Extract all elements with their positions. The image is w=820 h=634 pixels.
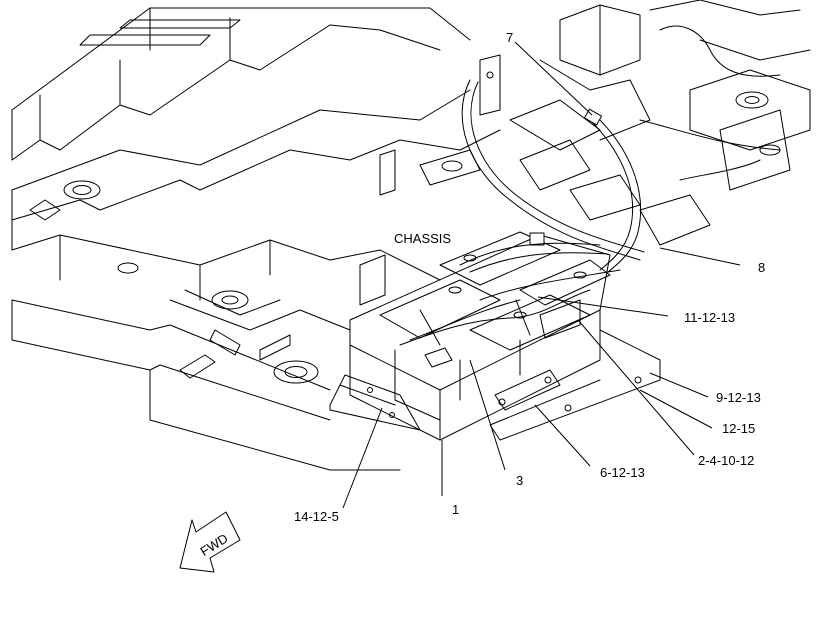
callout-11-12-13: 11-12-13 <box>684 310 735 325</box>
callout-8: 8 <box>758 260 765 275</box>
callout-9-12-13: 9-12-13 <box>716 390 761 405</box>
engine-area <box>461 0 811 273</box>
callout-2-4-10-12: 2-4-10-12 <box>698 453 754 468</box>
forward-arrow-icon: FWD <box>179 511 241 573</box>
callout-3: 3 <box>516 473 523 488</box>
leader-lines <box>342 41 741 509</box>
battery-box <box>329 231 661 441</box>
chassis-frame <box>11 7 501 471</box>
callout-7: 7 <box>506 30 513 45</box>
callout-1: 1 <box>452 502 459 517</box>
chassis-label: CHASSIS <box>394 231 451 246</box>
callout-labels: CHASSIS 7 8 11-12-13 9-12-13 12-15 2-4-1… <box>294 30 765 524</box>
callout-12-15: 12-15 <box>722 421 755 436</box>
callout-6-12-13: 6-12-13 <box>600 465 645 480</box>
callout-14-12-5: 14-12-5 <box>294 509 339 524</box>
